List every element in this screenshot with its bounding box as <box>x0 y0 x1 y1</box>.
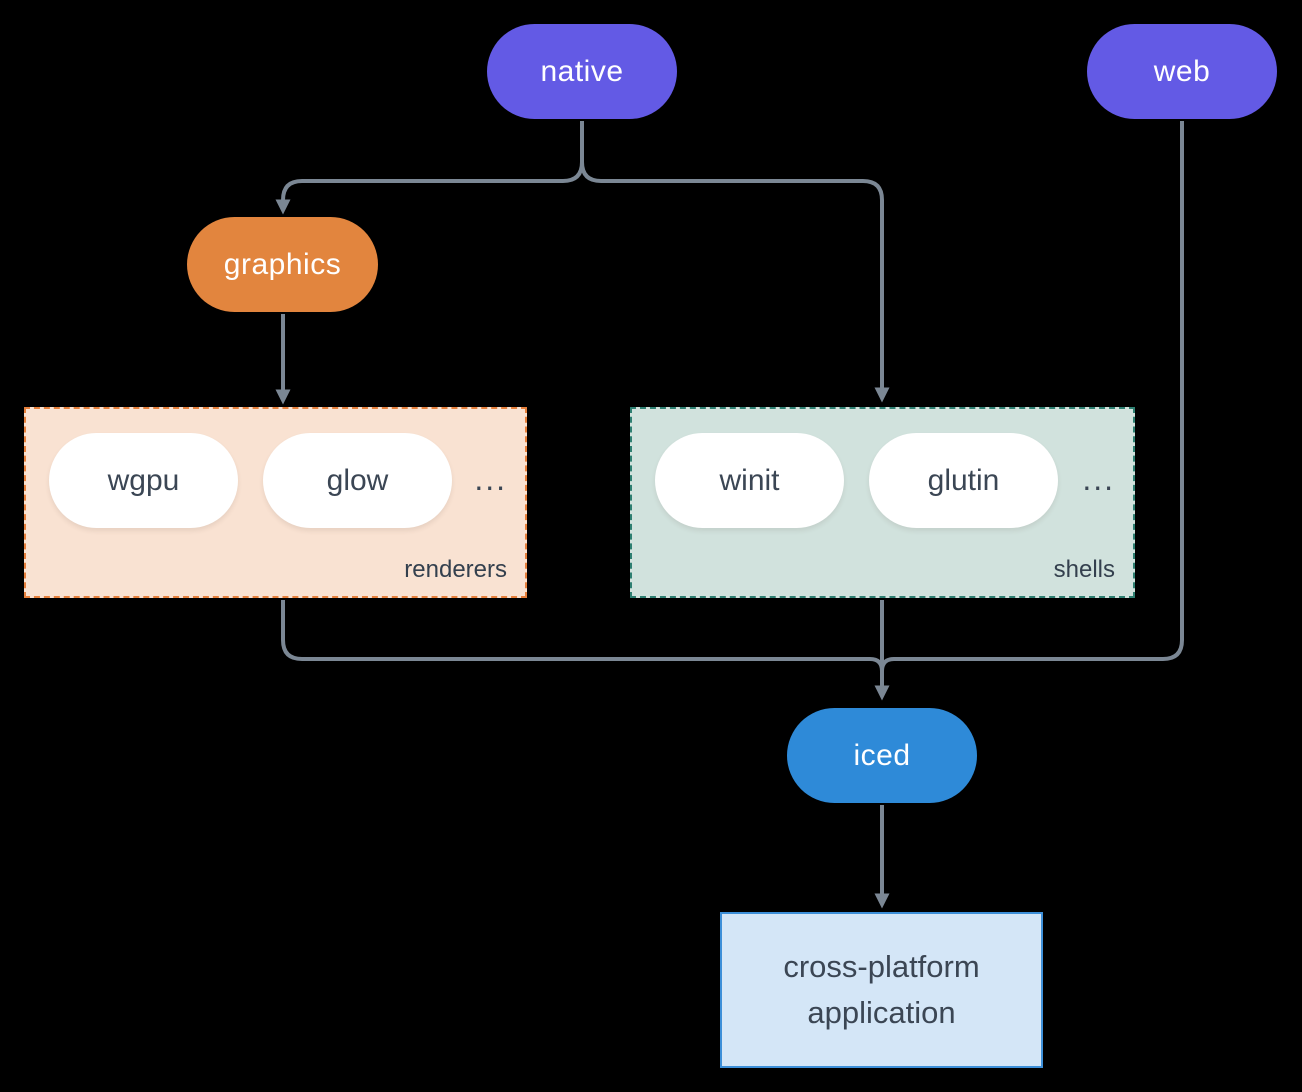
node-native-label: native <box>540 54 624 88</box>
node-graphics-label: graphics <box>223 247 342 281</box>
shells-ellipsis: ... <box>1082 461 1115 497</box>
shells-group-label: shells <box>1053 556 1115 583</box>
edge-renderers-to-merge <box>281 600 884 672</box>
node-winit-label: winit <box>719 463 780 497</box>
node-glutin: glutin <box>869 433 1058 528</box>
node-cross-platform-application: cross-platform application <box>720 912 1043 1068</box>
node-wgpu-label: wgpu <box>107 463 180 497</box>
node-iced-label: iced <box>853 738 911 772</box>
node-wgpu: wgpu <box>49 433 238 528</box>
node-glow: glow <box>263 433 452 528</box>
node-web-label: web <box>1153 54 1211 88</box>
node-graphics: graphics <box>187 217 378 312</box>
node-iced: iced <box>787 708 977 803</box>
group-shells: winit glutin ... shells <box>630 407 1135 598</box>
renderers-ellipsis: ... <box>474 461 507 497</box>
node-web: web <box>1087 24 1277 119</box>
node-glutin-label: glutin <box>927 463 1000 497</box>
edge-native-to-shells <box>580 121 890 403</box>
app-label-line1: cross-platform <box>783 949 980 984</box>
group-renderers: wgpu glow ... renderers <box>24 407 527 598</box>
node-glow-label: glow <box>326 463 389 497</box>
edge-native-to-graphics <box>275 121 584 215</box>
node-winit: winit <box>655 433 844 528</box>
renderers-group-label: renderers <box>404 556 507 583</box>
node-native: native <box>487 24 677 119</box>
app-label-line2: application <box>807 995 956 1030</box>
